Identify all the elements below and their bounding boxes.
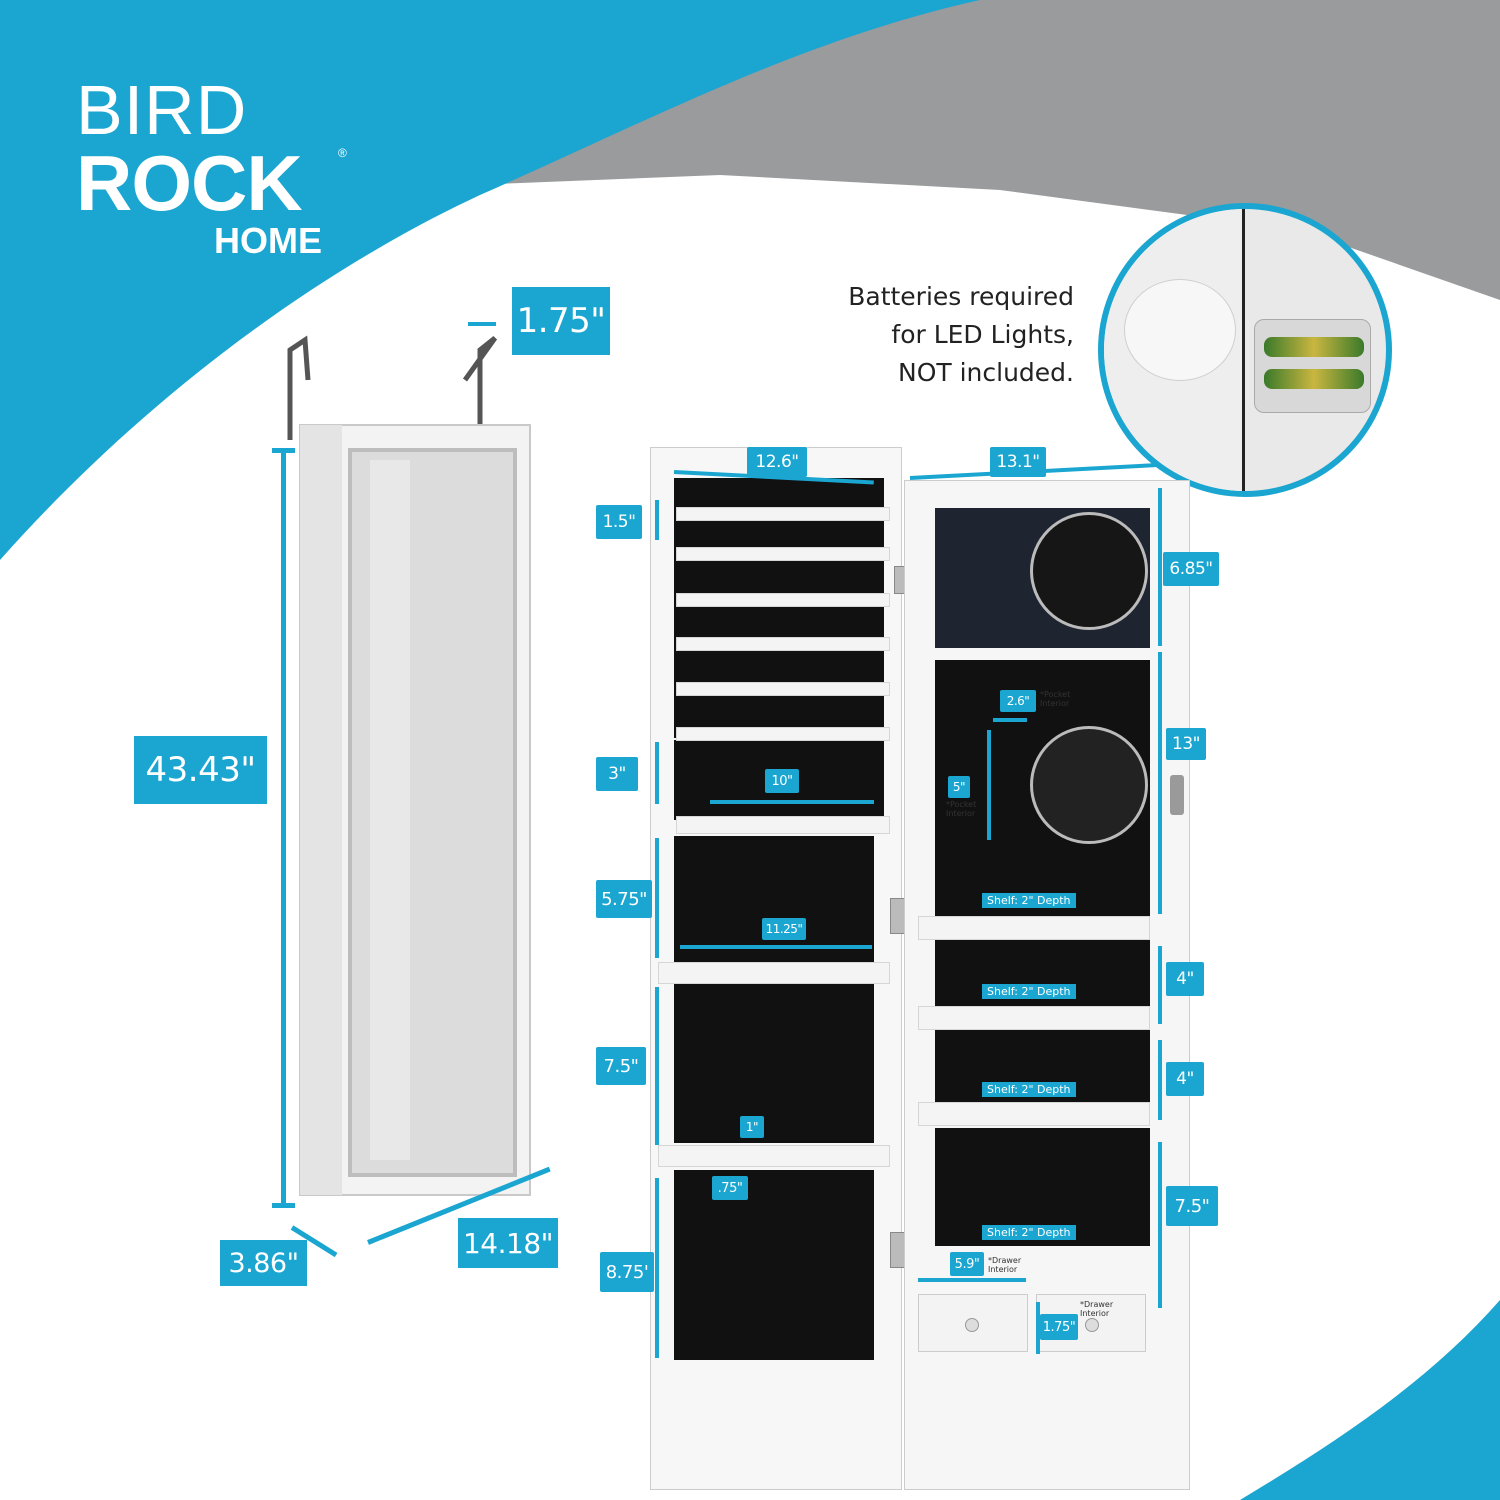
shelf-caption-1: Shelf: 2" Depth xyxy=(982,893,1076,908)
dim-row-3: 3" xyxy=(596,757,638,791)
battery-note-line-2: for LED Lights, xyxy=(891,320,1074,349)
door-lining-5-75 xyxy=(674,836,874,964)
earring-slat-4 xyxy=(676,637,890,651)
dim-tick-height-bottom xyxy=(272,1203,295,1208)
shelf-caption-4: Shelf: 2" Depth xyxy=(982,1225,1076,1240)
blue-band-corner xyxy=(1240,1300,1500,1500)
dim-tick-height-top xyxy=(272,448,295,453)
mirror-shine xyxy=(370,460,410,1160)
dim-line-5 xyxy=(987,730,991,840)
shelf-3 xyxy=(918,1102,1150,1126)
earring-slat-2 xyxy=(676,547,890,561)
door-lining-8-75 xyxy=(674,1170,874,1360)
note-drawer-b: *Drawer Interior xyxy=(1080,1300,1114,1318)
dim-row-5-75: 5.75" xyxy=(596,880,652,918)
closed-cabinet xyxy=(287,335,531,1196)
dim-drawer-5-9: 5.9" xyxy=(950,1252,984,1276)
dim-pocket-2-6: 2.6" xyxy=(1000,690,1036,712)
brand-logo: BIRD ROCK ® HOME xyxy=(76,70,356,261)
earring-slat-5 xyxy=(676,682,890,696)
shelf-caption-3: Shelf: 2" Depth xyxy=(982,1082,1076,1097)
shelf-2 xyxy=(918,1006,1150,1030)
dim-bottom-7-5: 7.5" xyxy=(1166,1186,1218,1226)
dim-bar-11-25: 11.25" xyxy=(762,918,806,940)
drawer-knob-right xyxy=(1085,1318,1099,1332)
dim-hook-075: .75" xyxy=(712,1176,748,1200)
battery-inset xyxy=(1098,203,1392,497)
battery-cover xyxy=(1124,279,1236,381)
dim-line-8-75 xyxy=(655,1178,659,1358)
dim-depth: 3.86" xyxy=(220,1240,307,1286)
dim-pocket-5: 5" xyxy=(948,776,970,798)
dim-line-11-25 xyxy=(680,945,872,949)
hook-right xyxy=(462,336,498,440)
battery-note-line-1: Batteries required xyxy=(848,282,1074,311)
dim-line-4b xyxy=(1158,1040,1162,1120)
dim-shelf-4a: 4" xyxy=(1166,962,1204,996)
dim-mid-13: 13" xyxy=(1166,728,1206,760)
inset-divider xyxy=(1242,209,1245,491)
dim-height: 43.43" xyxy=(134,736,267,804)
dim-top-6-85: 6.85" xyxy=(1163,552,1219,586)
dim-row-7-5-left: 7.5" xyxy=(596,1047,646,1085)
hook-left xyxy=(287,335,311,440)
dim-line-1-5 xyxy=(655,500,659,540)
note-pocket-b: *Pocket Interior xyxy=(946,800,977,818)
dim-line-6-85 xyxy=(1158,488,1162,646)
dim-row-1-5: 1.5" xyxy=(596,505,642,539)
dim-shelf-4b: 4" xyxy=(1166,1062,1204,1096)
necklace-hook-bar-1 xyxy=(658,962,890,984)
battery-2 xyxy=(1264,369,1364,389)
lock-icon xyxy=(1170,775,1184,815)
dim-line-7-5-left xyxy=(655,987,659,1145)
dim-line-3 xyxy=(655,742,659,804)
dim-drawer-1-75: 1.75" xyxy=(1040,1314,1078,1340)
dim-line-height xyxy=(281,450,286,1206)
pocket-inset xyxy=(1030,726,1148,844)
dim-line-7-5-right xyxy=(1158,1142,1162,1308)
drawer-knob-left xyxy=(965,1318,979,1332)
led-inset xyxy=(1030,512,1148,630)
earring-slat-3 xyxy=(676,593,890,607)
note-drawer-a: *Drawer Interior xyxy=(988,1256,1022,1274)
earring-slat-1 xyxy=(676,507,890,521)
dim-line-2-6 xyxy=(993,718,1027,722)
dim-hook-width: 1.75" xyxy=(512,287,610,355)
brand-line-1: BIRD xyxy=(76,71,248,149)
dim-door-width: 12.6" xyxy=(747,447,807,477)
dim-bar-10: 10" xyxy=(765,769,799,793)
shelf-1 xyxy=(918,916,1150,940)
dim-hook-1: 1" xyxy=(740,1116,764,1138)
dim-row-8-75: 8.75' xyxy=(600,1252,654,1292)
battery-compartment xyxy=(1254,319,1371,413)
cabinet-side xyxy=(300,425,342,1195)
battery-note-line-3: NOT included. xyxy=(898,358,1074,387)
dim-line-5-9 xyxy=(918,1278,1026,1282)
door-lining-7-5 xyxy=(674,983,874,1143)
dim-width: 14.18" xyxy=(458,1218,558,1268)
necklace-hook-bar-2 xyxy=(658,1145,890,1167)
dim-line-4a xyxy=(1158,946,1162,1024)
dim-line-10 xyxy=(710,800,874,804)
dim-line-hook xyxy=(468,322,496,326)
dim-line-5-75 xyxy=(655,838,659,958)
brand-line-2: ROCK xyxy=(76,139,303,227)
brand-line-3: HOME xyxy=(214,220,322,261)
dim-cabinet-width: 13.1" xyxy=(990,447,1046,477)
shelf-caption-2: Shelf: 2" Depth xyxy=(982,984,1076,999)
note-pocket-a: *Pocket Interior xyxy=(1040,690,1071,708)
battery-1 xyxy=(1264,337,1364,357)
blue-band xyxy=(0,0,980,560)
dim-line-1-75 xyxy=(1036,1302,1040,1354)
battery-note: Batteries required for LED Lights, NOT i… xyxy=(800,278,1074,392)
registered-mark: ® xyxy=(338,146,347,160)
earring-slat-6 xyxy=(676,727,890,741)
bracelet-bar xyxy=(676,816,890,834)
dim-line-13 xyxy=(1158,652,1162,914)
